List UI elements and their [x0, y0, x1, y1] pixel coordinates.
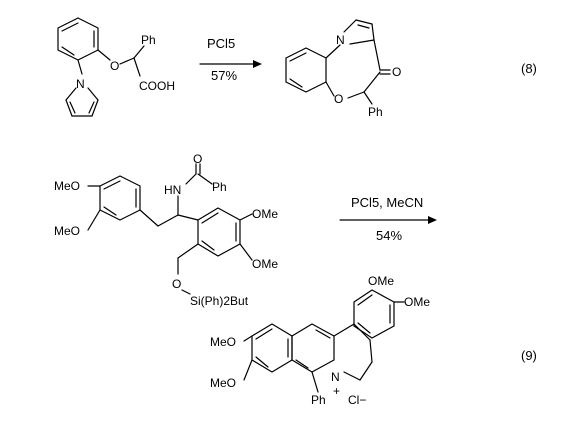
r9-sm-methoxy-4: OMe [252, 257, 278, 271]
r8-product-benzene-ring [285, 47, 327, 93]
r9-sm-ome2-bond [87, 209, 101, 231]
r9-product-ome3-bond [243, 335, 253, 342]
r9-product-methoxy-3: MeO [210, 335, 236, 349]
r9-sm-ome3-bond [239, 213, 253, 221]
r8-product-o-aryl-bond [325, 81, 335, 97]
r8-sm-pyrrole-ring [65, 87, 99, 117]
r9-sm-silyl-o: O [172, 277, 181, 291]
r9-product-ome4-bond [243, 359, 253, 381]
r8-sm-ether-o: O [110, 59, 119, 73]
r9-sm-methoxy-3: OMe [252, 207, 278, 221]
r8-product-ketone-o: O [392, 65, 401, 79]
r8-product-phenyl: Ph [368, 105, 383, 119]
r9-product-methoxy-4: MeO [210, 376, 236, 390]
r9-sm-benzoyl-phenyl: Ph [212, 180, 227, 194]
r9-arrow-head [428, 216, 437, 224]
r9-sm-ring-1 [99, 175, 141, 221]
r9-sm-ch-aryl-bond [177, 214, 199, 221]
r9-sm-amide-o: O [193, 152, 202, 166]
r9-sm-methoxy-2: MeO [54, 224, 80, 238]
r8-product-co-ch-bond [363, 71, 381, 93]
r9-sm-ome4-bond [239, 243, 253, 261]
r9-product-iminium-n: N [331, 370, 340, 384]
r9-product-phenyl: Ph [311, 393, 326, 407]
r9-product-c-ph-bond [311, 371, 319, 393]
r9-product-chloride: Cl− [348, 393, 366, 407]
r8-product-ring-bond [373, 39, 381, 71]
r9-product-ring-d [353, 289, 395, 339]
r8-product-ch-o-bond [347, 91, 365, 99]
r9-product-methoxy-1: OMe [368, 274, 394, 288]
r9-product-methoxy-2: OMe [404, 295, 430, 309]
r9-sm-co-ph-bond [197, 173, 213, 185]
r9-sm-ch2-bond-2 [177, 243, 199, 259]
reaction-9: MeO MeO HN O Ph OMe OMe O Si(Ph)2But [54, 152, 537, 407]
r9-yield: 54% [376, 228, 402, 243]
r9-product-ring-a [251, 323, 293, 373]
r9-sm-ch-bond [157, 214, 179, 227]
r8-product-c-n-bond [325, 44, 341, 59]
r8-sm-benzene-ring [57, 17, 99, 61]
r8-product-ether-o: O [334, 92, 343, 106]
r8-sm-aryl-n-bond [77, 59, 83, 75]
r8-reagent: PCl5 [207, 36, 235, 51]
r9-equation-number: (9) [521, 348, 537, 363]
r8-sm-pyrrole-n: N [76, 77, 85, 91]
r9-sm-ch2-bond [139, 209, 159, 227]
r9-sm-amide-nh: HN [164, 183, 181, 197]
r8-yield: 57% [211, 68, 237, 83]
r9-product-ring-b [291, 323, 335, 373]
r8-sm-o-ch-bond [119, 57, 135, 65]
r9-sm-methoxy-1: MeO [54, 179, 80, 193]
r9-reagents: PCl5, MeCN [351, 195, 423, 210]
r9-product-charge: + [333, 384, 340, 398]
r8-product-n: N [336, 33, 345, 47]
r8-product-pyrrole-ring [343, 19, 375, 45]
r8-sm-aryl-o-bond [97, 49, 111, 61]
r9-sm-o-si-bond [181, 289, 191, 295]
r9-sm-ring-2 [197, 207, 241, 257]
r8-sm-carboxylic-acid: COOH [139, 79, 175, 93]
r8-equation-number: (8) [521, 61, 537, 76]
reaction-8: O Ph COOH N PCl5 57% N [57, 17, 537, 119]
r9-sm-silyl-group: Si(Ph)2But [190, 294, 249, 308]
r8-sm-ch-cooh-bond [133, 57, 141, 77]
r8-arrow-head [253, 60, 262, 68]
r9-product-ring-c [333, 323, 373, 381]
r8-sm-ch-ph-bond [133, 45, 145, 59]
r8-product-ch-ph-bond [363, 91, 373, 105]
r9-sm-n-co-bond [185, 173, 197, 185]
r8-sm-phenyl: Ph [141, 33, 156, 47]
